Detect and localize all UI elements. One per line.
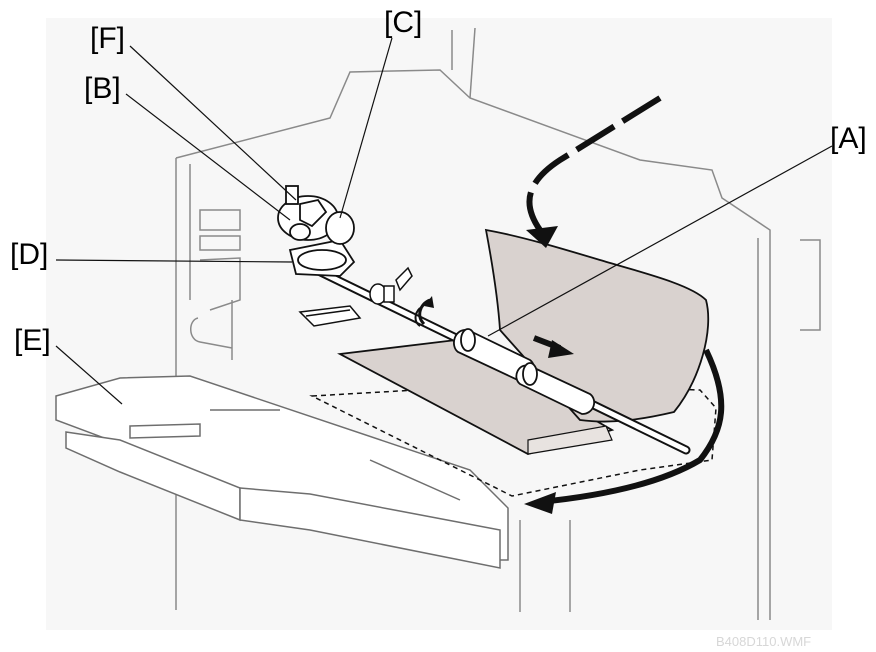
callout-label-d: [D] xyxy=(10,238,48,271)
paper-feed-arrow-top xyxy=(526,95,662,232)
callout-label-a: [A] xyxy=(830,122,867,155)
rotation-arrow xyxy=(418,298,431,326)
output-tray xyxy=(55,375,509,569)
rotation-arrow-2 xyxy=(414,307,421,327)
paper-exit-arrow xyxy=(539,348,725,505)
paddle-rollers xyxy=(453,328,596,415)
paper-exit-arrowhead xyxy=(524,492,556,514)
leader-lines xyxy=(55,37,833,405)
callout-label-b: [B] xyxy=(84,72,121,105)
paper-stack-sheet xyxy=(337,339,615,455)
bracket-plate xyxy=(298,305,362,327)
rotation-arrowhead xyxy=(424,296,434,308)
callout-label-f: [F] xyxy=(90,22,125,55)
paper-stack-flap xyxy=(527,425,613,455)
callout-label-e: [E] xyxy=(14,324,51,357)
file-name-label: B408D110.WMF xyxy=(716,634,812,649)
paper-feed-arrowhead-top xyxy=(526,226,558,248)
sheet-shift-arrowhead xyxy=(548,340,574,358)
shaft-gear xyxy=(369,266,413,305)
paddle-motor-assembly xyxy=(277,185,356,277)
callout-label-c: [C] xyxy=(384,6,422,39)
